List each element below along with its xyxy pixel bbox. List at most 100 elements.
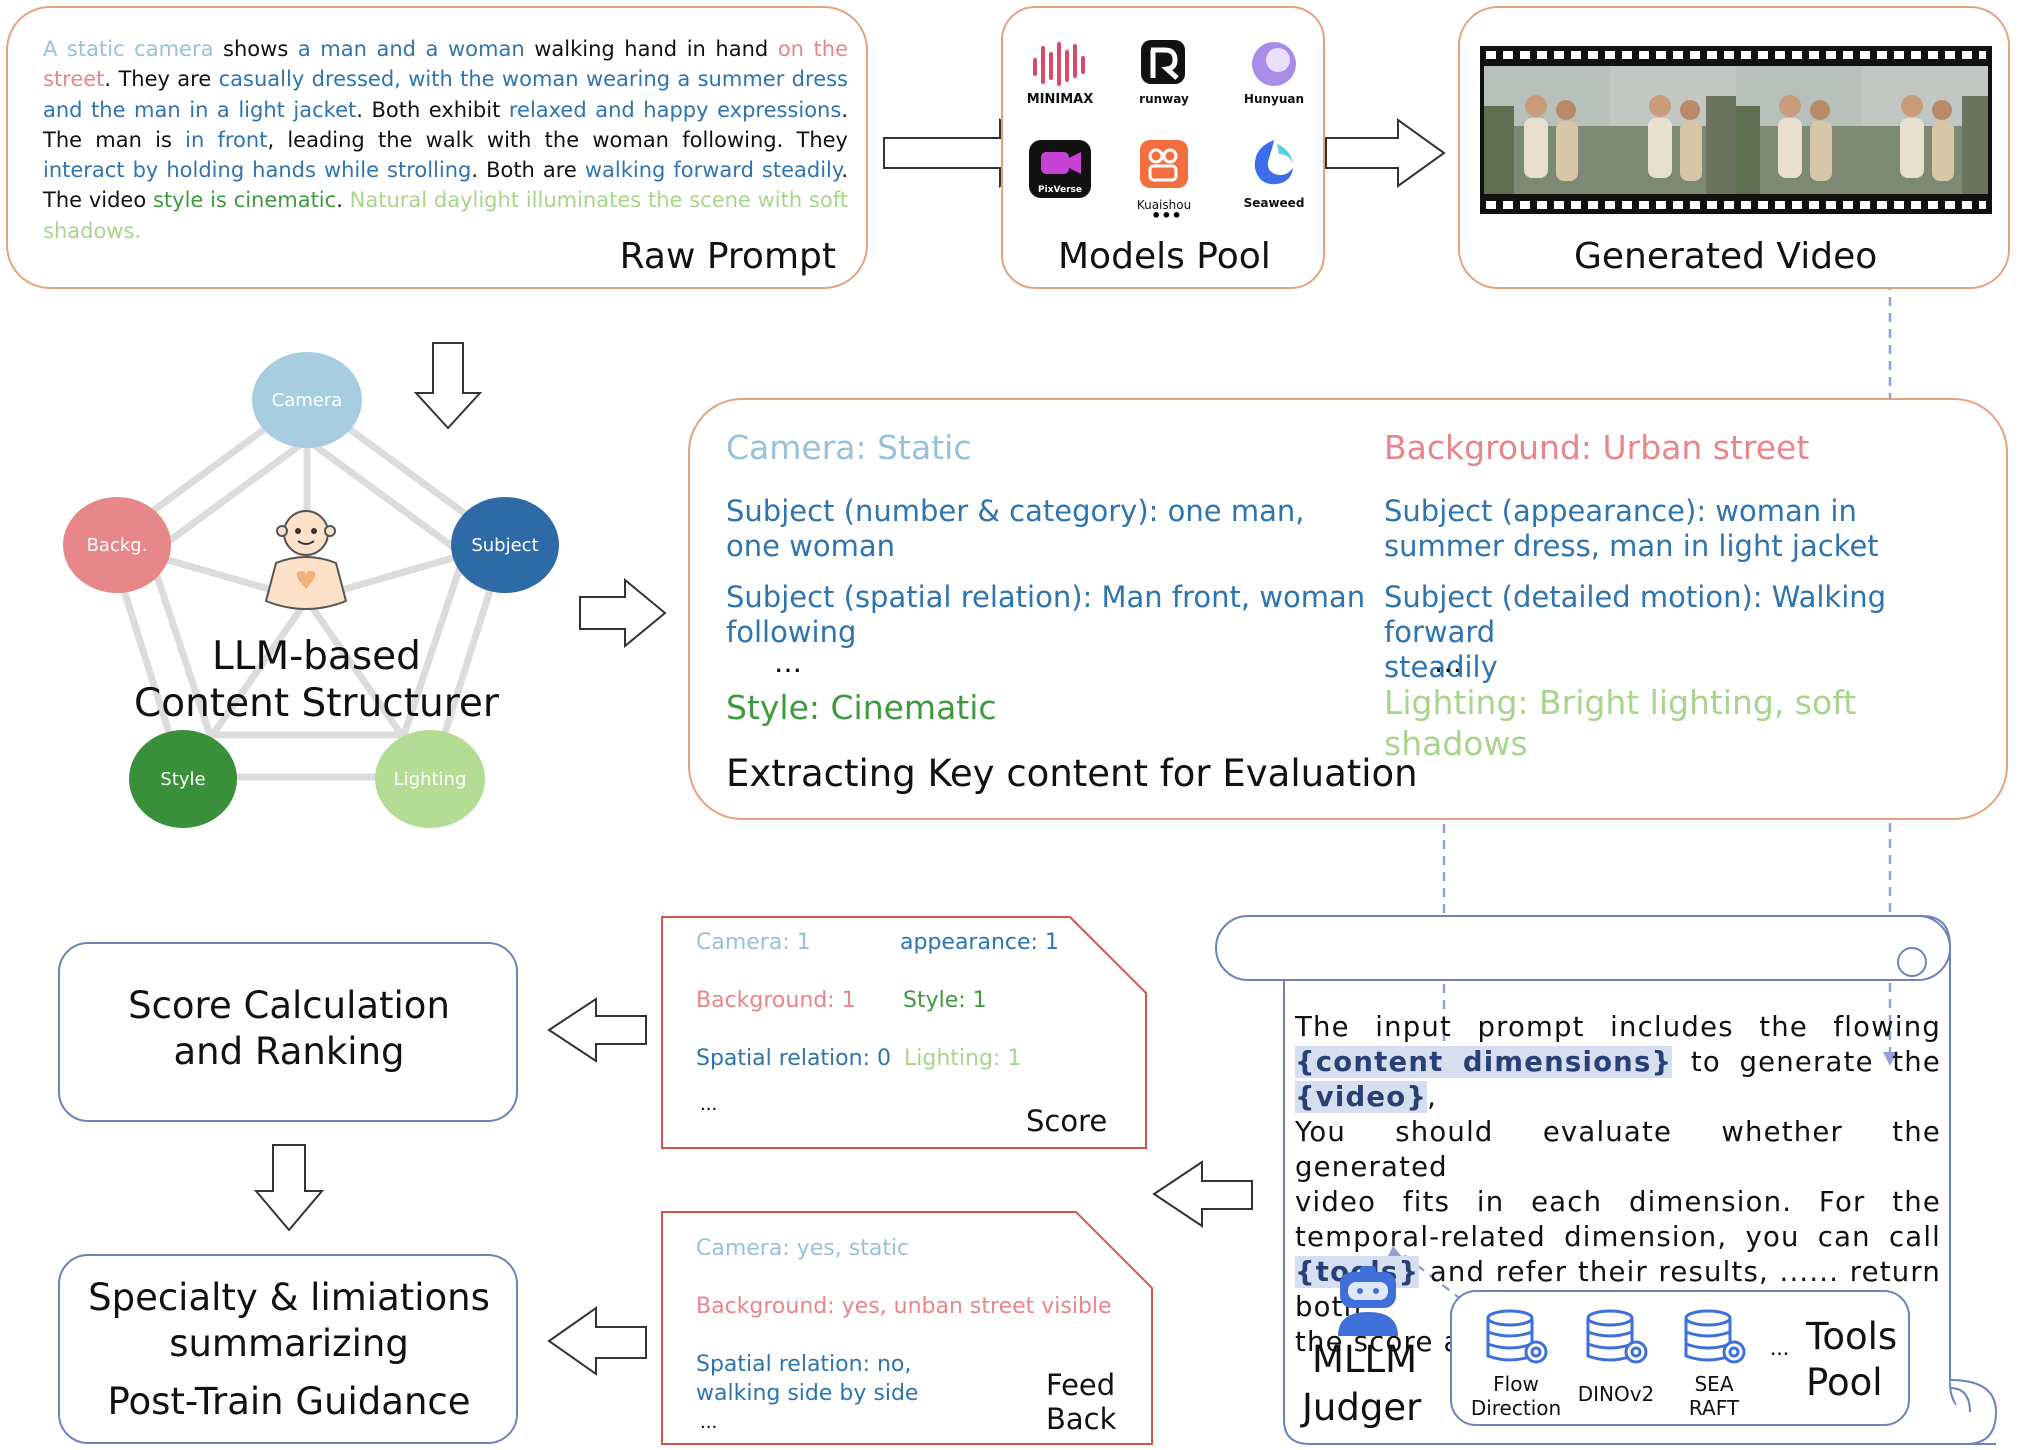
node-background: Backg. <box>63 497 171 593</box>
video-frames <box>1484 66 1988 194</box>
video-filmstrip <box>1480 46 1992 214</box>
feedback-label: Feed Back <box>1046 1368 1116 1436</box>
tools-pool-title-l2: Pool <box>1806 1361 1883 1404</box>
arrow-structurer-to-extraction <box>579 577 667 649</box>
node-style: Style <box>129 730 237 828</box>
generated-video-title: Generated Video <box>1574 236 1878 277</box>
raw-prompt-segment: . The video <box>43 158 848 213</box>
extract-subject-appearance-l1: Subject (appearance): woman in <box>1384 494 1857 528</box>
filmstrip-holes-top <box>1486 51 1986 59</box>
minimax-label: MINIMAX <box>1026 92 1094 107</box>
score-ranking-box: Score Calculation and Ranking <box>58 942 518 1122</box>
raw-prompt-segment: on the street <box>43 37 849 92</box>
generated-video-box: Generated Video <box>1458 6 2010 289</box>
judger-line1: MLLM <box>1312 1338 1418 1381</box>
structurer-title-line1: LLM-based <box>212 634 421 679</box>
scroll-shape <box>1215 915 1998 1445</box>
arrow-score-to-ranking <box>547 997 647 1063</box>
hunyuan-label: Hunyuan <box>1243 92 1305 106</box>
database-gear-icon <box>1684 1309 1746 1364</box>
judge-prompt-l2b: to generate the <box>1672 1046 1942 1078</box>
extract-subject-spatial-l2: following <box>726 615 857 649</box>
raw-prompt-segment: . Both are <box>471 158 585 183</box>
filmstrip-holes-bottom <box>1486 201 1986 209</box>
pixverse-logo: PixVerse <box>1017 138 1103 204</box>
score-ranking-line2: and Ranking <box>173 1030 405 1073</box>
arrow-models-to-video <box>1325 118 1446 188</box>
video-placeholder: {video} <box>1295 1081 1428 1113</box>
judge-prompt: The input prompt includes the flowing {c… <box>1295 1010 1941 1360</box>
raw-prompt-segment: style is cinematic <box>152 188 337 213</box>
extract-ellipsis-right: … <box>1434 646 1462 679</box>
raw-prompt-segment: A static camera <box>43 37 214 61</box>
feedback-tag-shape <box>661 1211 1153 1445</box>
score-spatial: Spatial relation: 0 <box>696 1046 891 1071</box>
raw-prompt-segment: Natural daylight illuminates the scene w… <box>43 188 848 243</box>
feedback-label-l1: Feed <box>1046 1368 1116 1402</box>
tool-flow-direction-l1: Flow <box>1493 1372 1539 1396</box>
models-pool-title: Models Pool <box>1058 236 1271 277</box>
score-appearance: appearance: 1 <box>900 930 1059 955</box>
score-tag-shape <box>661 916 1147 1149</box>
video-frame-2 <box>1610 66 1736 194</box>
raw-prompt-segment: . <box>134 218 142 243</box>
raw-prompt-box: A static camera shows a man and a woman … <box>6 6 868 289</box>
runway-logo: runway <box>1121 36 1207 106</box>
extract-lighting: Lighting: Bright lighting, soft shadows <box>1384 682 1856 764</box>
video-frame-3 <box>1736 66 1862 194</box>
tool-dinov2-label: DINOv2 <box>1577 1382 1655 1406</box>
raw-prompt-segment: walking hand in hand <box>524 37 778 61</box>
raw-prompt-segment: shows <box>213 37 298 61</box>
feedback-label-l2: Back <box>1046 1402 1117 1436</box>
feedback-spatial: Spatial relation: no, walking side by si… <box>696 1350 918 1408</box>
specialty-line2: summarizing <box>169 1322 409 1365</box>
judge-prompt-l4: video fits in each dimension. For the <box>1295 1186 1941 1218</box>
judge-prompt-l5: temporal-related dimension, you can call <box>1295 1221 1941 1253</box>
minimax-logo: MINIMAX <box>1017 38 1103 107</box>
robot-icon <box>264 510 348 610</box>
runway-label: runway <box>1139 92 1189 106</box>
feedback-camera: Camera: yes, static <box>696 1236 910 1261</box>
models-pool-box: MINIMAX runway Hunyuan PixVerse Ku <box>1001 6 1325 289</box>
feedback-spatial-l2: walking side by side <box>696 1381 919 1406</box>
extraction-caption: Extracting Key content for Evaluation <box>726 752 1418 795</box>
score-style: Style: 1 <box>903 988 987 1013</box>
extract-camera: Camera: Static <box>726 428 972 467</box>
specialty-box: Specialty & limiations summarizing Post-… <box>58 1254 518 1444</box>
kuaishou-label: Kuaishou <box>1136 198 1192 212</box>
tool-flow-direction-l2: Direction <box>1470 1396 1562 1420</box>
raw-prompt-segment: relaxed and happy expressions <box>508 97 842 122</box>
raw-prompt-segment: . They are <box>104 67 219 92</box>
minimax-icon <box>1033 42 1085 86</box>
specialty-line1: Specialty & limiations <box>88 1276 490 1319</box>
seaweed-logo: Seaweed <box>1231 134 1317 210</box>
kuaishou-icon <box>1140 140 1188 188</box>
hunyuan-icon <box>1252 42 1296 86</box>
node-subject: Subject <box>451 497 559 593</box>
tools-pool-title: Tools Pool <box>1806 1314 1897 1406</box>
score-lighting: Lighting: 1 <box>904 1046 1022 1071</box>
raw-prompt-text: A static camera shows a man and a woman … <box>43 34 848 246</box>
tool-sea-raft-l2: RAFT <box>1688 1396 1740 1420</box>
specialty-line3: Post-Train Guidance <box>107 1380 471 1423</box>
video-frame-4 <box>1862 66 1988 194</box>
database-gear-icon <box>1586 1309 1648 1364</box>
tools-pool-box: Flow Direction DINOv2 SEA RAFT ... Tools <box>1450 1290 1910 1426</box>
extract-background: Background: Urban street <box>1384 428 1810 467</box>
judger-line2: Judger <box>1302 1386 1422 1429</box>
extract-lighting-l2: shadows <box>1384 724 1528 763</box>
raw-prompt-segment: interact by holding hands while strollin… <box>43 158 472 183</box>
node-lighting: Lighting <box>375 730 485 828</box>
judge-prompt-l3: You should evaluate whether the generate… <box>1295 1116 1941 1183</box>
pixverse-icon: PixVerse <box>1029 140 1091 198</box>
seaweed-label: Seaweed <box>1243 196 1305 210</box>
tools-pool-title-l1: Tools <box>1806 1315 1898 1358</box>
kuaishou-logo: Kuaishou <box>1121 138 1207 212</box>
arrow-judge-to-tags <box>1152 1160 1253 1228</box>
judge-prompt-l2d: , <box>1427 1081 1438 1113</box>
tools-placeholder: {tools} <box>1295 1256 1420 1288</box>
tool-sea-raft: SEA RAFT <box>1664 1306 1764 1420</box>
models-more: ••• <box>1151 206 1182 225</box>
database-gear-icon <box>1486 1309 1548 1364</box>
